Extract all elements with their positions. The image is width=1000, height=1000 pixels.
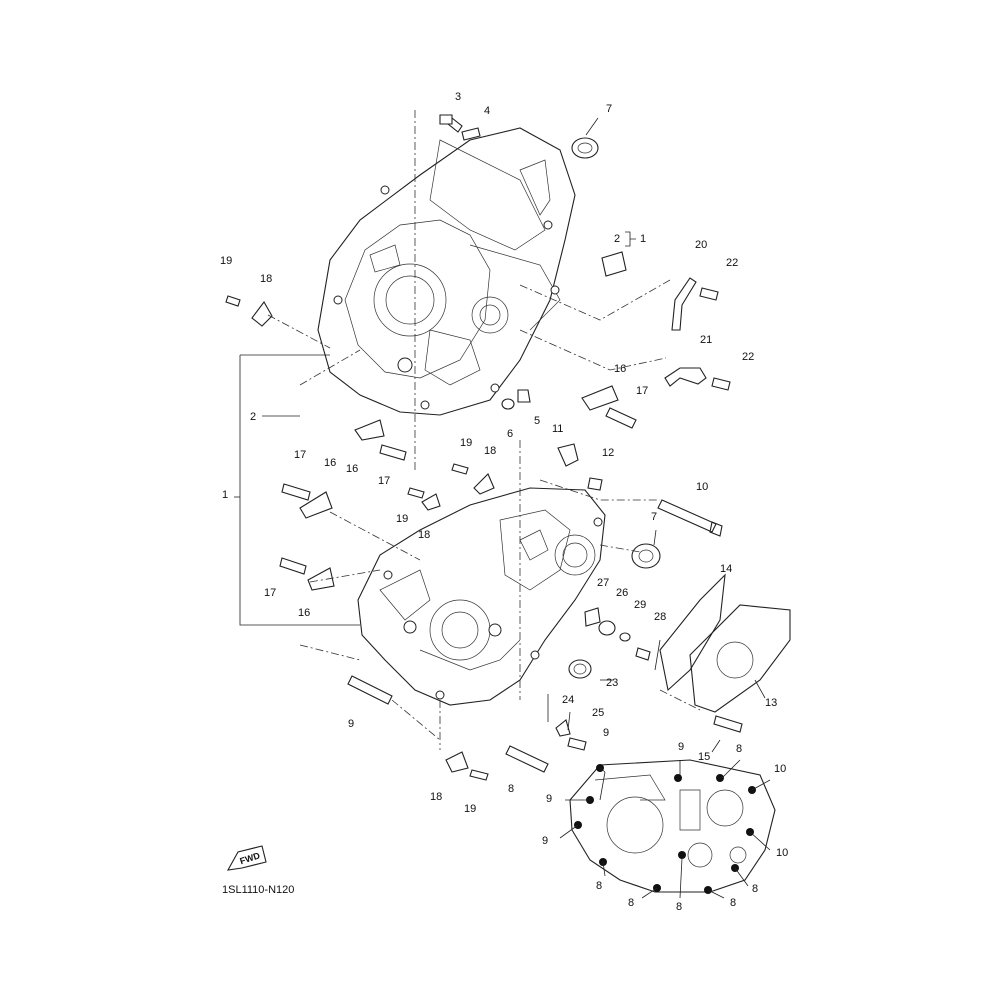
callout-16-b: 16 bbox=[346, 463, 358, 475]
callout-26: 26 bbox=[616, 587, 628, 599]
callout-labels: 3 4 7 2 1 20 22 19 18 21 22 16 17 5 6 2 … bbox=[220, 91, 788, 913]
callout-28: 28 bbox=[654, 611, 666, 623]
callout-17-b: 17 bbox=[378, 475, 390, 487]
callout-8-b: 8 bbox=[508, 783, 514, 795]
callout-15: 15 bbox=[698, 751, 710, 763]
forward-arrow-icon: FWD bbox=[226, 845, 267, 871]
callout-1-left: 1 bbox=[222, 489, 228, 501]
callout-8-e: 8 bbox=[628, 897, 634, 909]
callout-23: 23 bbox=[606, 677, 618, 689]
callout-9-c: 9 bbox=[678, 741, 684, 753]
callout-16-c: 16 bbox=[324, 457, 336, 469]
callout-7-mid: 7 bbox=[651, 511, 657, 523]
callout-8-c: 8 bbox=[596, 880, 602, 892]
callout-16-a: 16 bbox=[614, 363, 626, 375]
assembly-lines bbox=[234, 110, 771, 899]
part-code-label: 1SL1110-N120 bbox=[222, 884, 295, 896]
callout-9-a: 9 bbox=[348, 718, 354, 730]
callout-19-a: 19 bbox=[220, 255, 232, 267]
callout-16-d: 16 bbox=[298, 607, 310, 619]
callout-6: 6 bbox=[507, 428, 513, 440]
callout-9-b: 9 bbox=[603, 727, 609, 739]
callout-2-top: 2 bbox=[614, 233, 620, 245]
callout-17-c: 17 bbox=[294, 449, 306, 461]
callout-17-a: 17 bbox=[636, 385, 648, 397]
callout-8-d: 8 bbox=[752, 883, 758, 895]
callout-10-a: 10 bbox=[696, 481, 708, 493]
callout-27: 27 bbox=[597, 577, 609, 589]
callout-19-d: 19 bbox=[464, 803, 476, 815]
callout-22-top: 22 bbox=[726, 257, 738, 269]
callout-5: 5 bbox=[534, 415, 540, 427]
callout-8-f: 8 bbox=[676, 901, 682, 913]
callout-25: 25 bbox=[592, 707, 604, 719]
callout-11: 11 bbox=[552, 423, 563, 435]
callout-19-b: 19 bbox=[460, 437, 472, 449]
callout-19-c: 19 bbox=[396, 513, 408, 525]
crankcase-bottom-view bbox=[569, 759, 776, 894]
lower-crankcase-right bbox=[357, 487, 606, 706]
callout-18-b: 18 bbox=[484, 445, 496, 457]
callout-9-d: 9 bbox=[546, 793, 552, 805]
callout-24: 24 bbox=[562, 694, 574, 706]
callout-18-a: 18 bbox=[260, 273, 272, 285]
callout-18-c: 18 bbox=[418, 529, 430, 541]
callout-10-b: 10 bbox=[774, 763, 786, 775]
callout-8-g: 8 bbox=[730, 897, 736, 909]
callout-18-d: 18 bbox=[430, 791, 442, 803]
callout-20: 20 bbox=[695, 239, 707, 251]
small-parts bbox=[225, 114, 791, 781]
callout-9-e: 9 bbox=[542, 835, 548, 847]
callout-4: 4 bbox=[484, 105, 490, 117]
callout-14: 14 bbox=[720, 563, 732, 575]
callout-1-top: 1 bbox=[640, 233, 646, 245]
callout-7-top: 7 bbox=[606, 103, 612, 115]
callout-22-bottom: 22 bbox=[742, 351, 754, 363]
upper-crankcase-left bbox=[317, 127, 576, 416]
callout-10-c: 10 bbox=[776, 847, 788, 859]
callout-12: 12 bbox=[602, 447, 614, 459]
callout-17-d: 17 bbox=[264, 587, 276, 599]
callout-21: 21 bbox=[700, 334, 712, 346]
callout-2-left: 2 bbox=[250, 411, 256, 423]
callout-13: 13 bbox=[765, 697, 777, 709]
callout-29: 29 bbox=[634, 599, 646, 611]
callout-8-a: 8 bbox=[736, 743, 742, 755]
callout-3: 3 bbox=[455, 91, 461, 103]
